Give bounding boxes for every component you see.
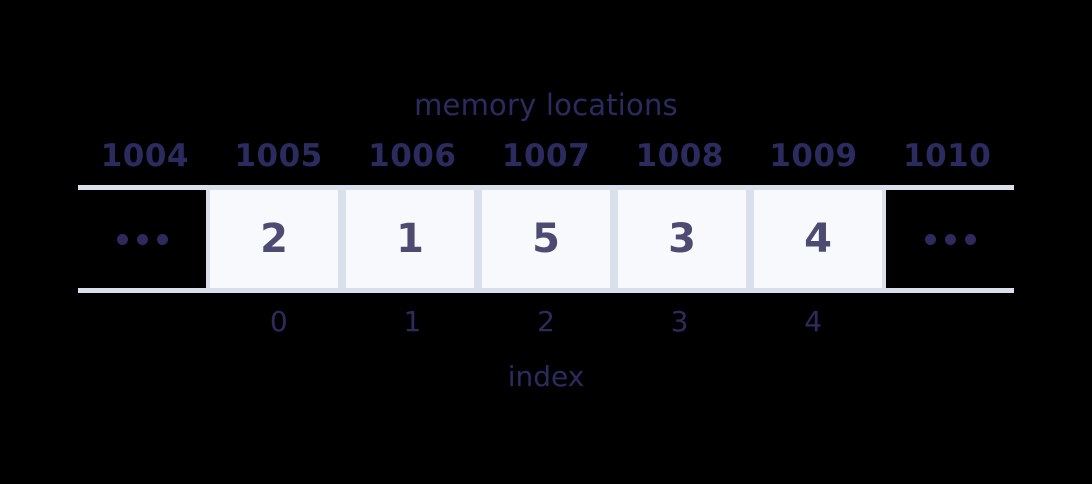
array-cell-3: 3 [614,190,750,288]
ellipsis-icon [116,233,168,245]
memory-address-label: 1010 [903,138,992,174]
array-cell-ellipsis-right [886,190,1014,288]
index-label-0: 0 [269,305,288,338]
array-cell-0: 2 [206,190,342,288]
index-label-2: 2 [537,305,555,338]
memory-address-label: 1006 [368,138,457,174]
memory-address-label: 1007 [501,138,591,174]
index-label-1: 1 [403,305,422,338]
index-caption: index [507,360,585,393]
memory-address-label: 1008 [635,138,724,174]
index-label-4: 4 [804,305,823,338]
memory-address-row: 1004 1005 1006 1007 1008 1009 1010 [78,138,1014,174]
array-cell-4: 4 [750,190,886,288]
array-strip: 2 1 5 3 4 [78,185,1014,293]
memory-address-label: 1004 [100,138,189,174]
memory-address-label: 1009 [769,138,858,174]
array-cell-2: 5 [478,190,614,288]
memory-locations-caption: memory locations [414,88,678,122]
array-cell-1: 1 [342,190,478,288]
index-label-3: 3 [670,305,689,338]
index-row: 0 1 2 3 4 [212,305,880,338]
array-cell-ellipsis-left [78,190,206,288]
memory-address-label: 1005 [234,138,323,174]
ellipsis-icon [924,233,976,245]
